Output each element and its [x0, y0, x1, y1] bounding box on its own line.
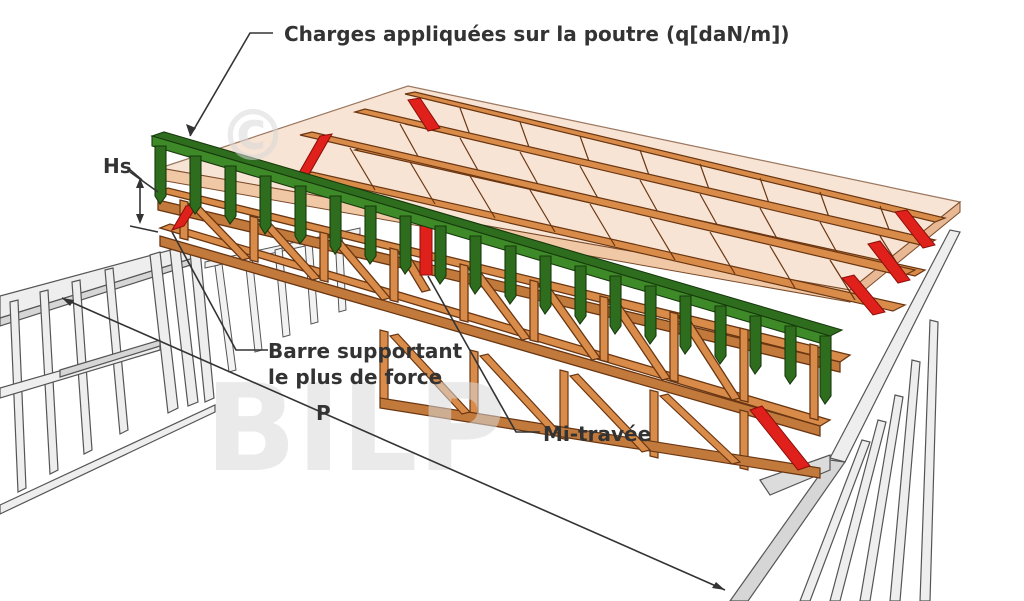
critical-diagonals-back: [295, 97, 936, 316]
mi-travee-leader-line: [427, 275, 540, 433]
left-wall-frame: [0, 247, 216, 515]
barre-label-line2: le plus de force: [268, 365, 442, 389]
barre-label-line1: Barre supportant: [268, 339, 463, 363]
watermark-symbol: ©: [218, 95, 288, 177]
lower-bracing: [379, 329, 821, 479]
annotations: [61, 32, 726, 591]
charges-leader-line: [189, 32, 273, 137]
p-dimension-line: [61, 297, 726, 591]
annotation-labels: Charges appliquées sur la poutre (q[daN/…: [103, 22, 790, 446]
critical-diagonals-front: [170, 203, 811, 471]
p-label: P: [316, 401, 331, 425]
right-wall-frame: [729, 229, 961, 601]
charges-label: Charges appliquées sur la poutre (q[daN/…: [284, 22, 790, 46]
mi-travee-label: Mi-travée: [543, 422, 651, 446]
back-truss-1: [299, 131, 917, 312]
hs-label: Hs: [103, 154, 132, 178]
hs-extension-top: [129, 171, 159, 193]
load-distribution-bars: [150, 131, 844, 405]
front-truss: [155, 187, 852, 437]
barre-leader-line: [171, 231, 268, 351]
hs-extension-bottom: [129, 225, 159, 233]
